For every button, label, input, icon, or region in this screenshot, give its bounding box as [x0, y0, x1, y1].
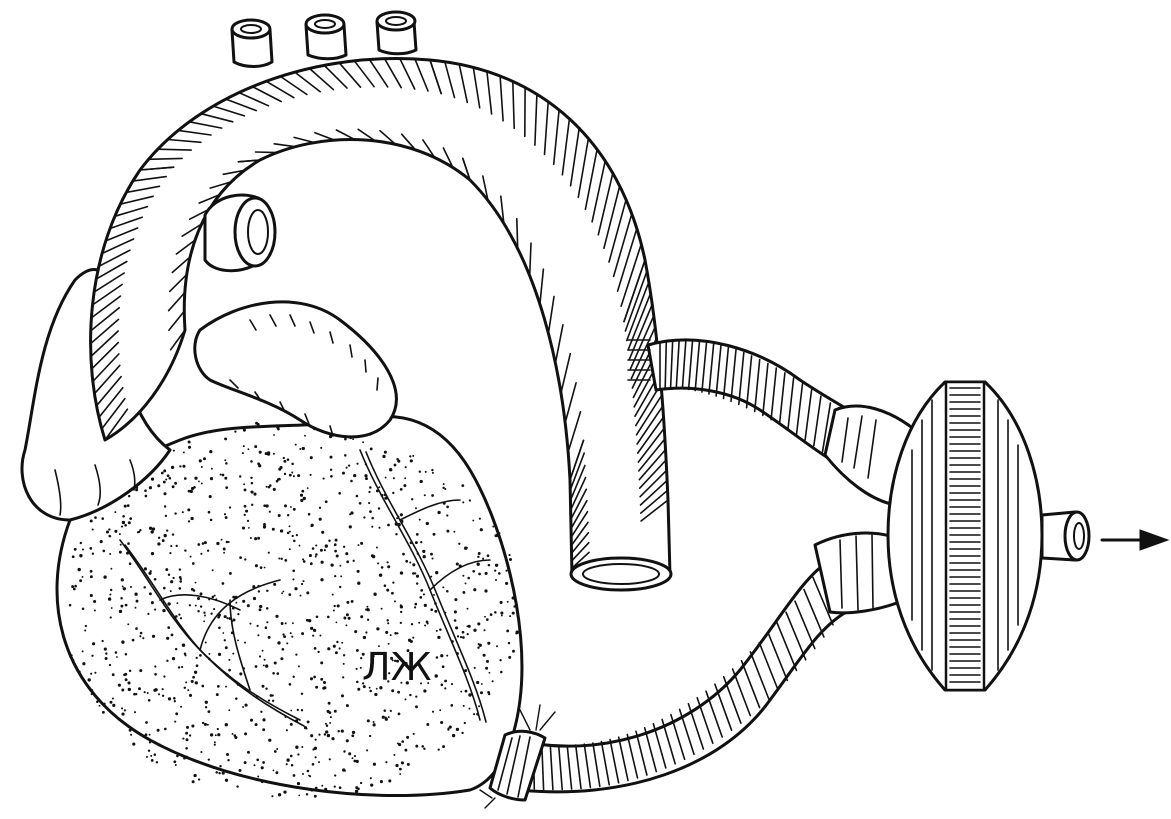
branch-vessel — [306, 15, 346, 59]
branch-vessel — [377, 12, 416, 54]
left-ventricle-label: ЛЖ — [362, 645, 432, 689]
inflow-graft-tube — [480, 533, 905, 808]
vessel-stub — [205, 195, 275, 271]
pulmonary-trunk — [195, 302, 397, 437]
pump-chamber — [888, 382, 1089, 690]
branch-vessel — [232, 20, 272, 67]
arrow-right-icon — [1102, 530, 1168, 550]
outflow-graft-tube — [628, 340, 915, 505]
